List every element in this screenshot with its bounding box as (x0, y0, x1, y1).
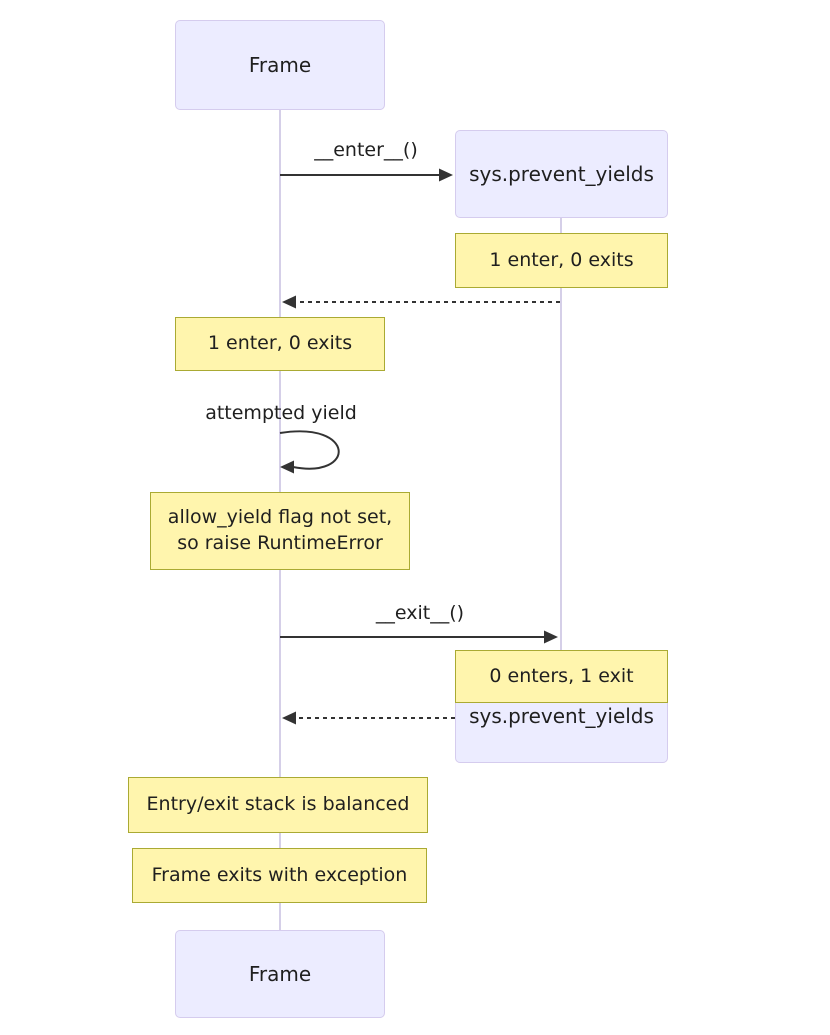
message-label-exit: __exit__() (375, 602, 465, 624)
note-yield-runtime-error: allow_yield flag not set, so raise Runti… (150, 492, 410, 570)
participant-sys-prevent-yields-bottom-label: sys.prevent_yields (469, 704, 654, 728)
note-stack-balanced: Entry/exit stack is balanced (128, 777, 428, 833)
sys-prevent-yields-lifeline (560, 218, 562, 650)
participant-frame-top: Frame (175, 20, 385, 110)
participant-sys-prevent-yields-top: sys.prevent_yields (455, 130, 668, 218)
note-frame-exception: Frame exits with exception (132, 848, 427, 903)
message-label-enter: __enter__() (314, 139, 418, 161)
self-loop-arrow (279, 430, 340, 474)
enter-message-arrow (280, 168, 453, 182)
message-label-attempted-yield: attempted yield (205, 402, 357, 424)
note-enter-count-frame: 1 enter, 0 exits (175, 317, 385, 371)
note-exit-count-sys: 0 enters, 1 exit (455, 650, 668, 703)
exit-message-arrow (280, 630, 558, 644)
return-arrow-after-exit (282, 711, 455, 725)
participant-frame-bottom: Frame (175, 930, 385, 1018)
return-arrow-after-enter (282, 295, 560, 309)
note-enter-count-sys: 1 enter, 0 exits (455, 233, 668, 288)
